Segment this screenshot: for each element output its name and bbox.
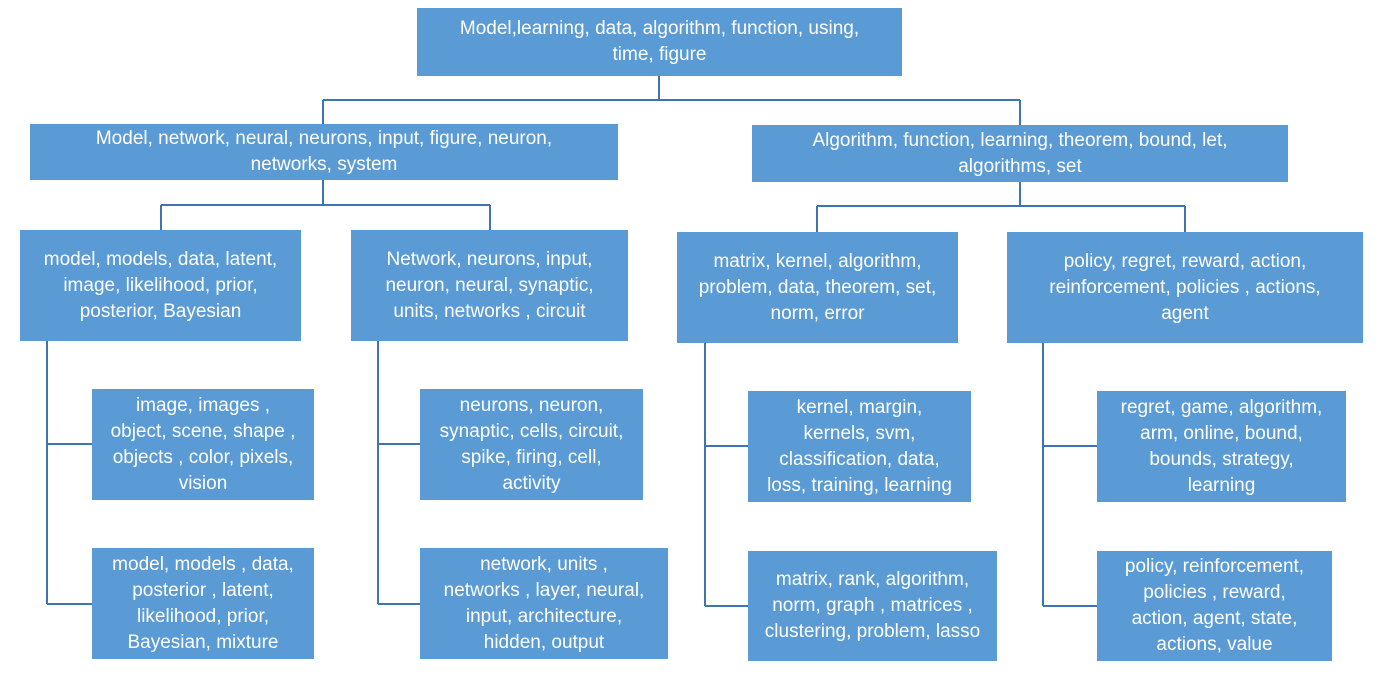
architecture-topic-node: network, units , networks , layer, neura…	[420, 548, 668, 659]
root-topic-node: Model,learning, data, algorithm, functio…	[417, 8, 902, 76]
bayesian-topic-node: model, models , data, posterior , latent…	[92, 548, 314, 659]
models-topic-node: model, models, data, latent, image, like…	[20, 230, 301, 341]
bandit-topic-node: regret, game, algorithm, arm, online, bo…	[1097, 391, 1346, 502]
kernel-topic-node: kernel, margin, kernels, svm, classifica…	[748, 391, 971, 502]
policy-topic-node: policy, regret, reward, action, reinforc…	[1007, 232, 1363, 343]
reinforcement-topic-node: policy, reinforcement, policies , reward…	[1097, 551, 1332, 661]
matrix-topic-node: matrix, kernel, algorithm, problem, data…	[677, 232, 958, 343]
right-topic-node: Algorithm, function, learning, theorem, …	[752, 125, 1288, 182]
network-topic-node: Network, neurons, input, neuron, neural,…	[351, 230, 628, 341]
vision-topic-node: image, images , object, scene, shape , o…	[92, 389, 314, 500]
left-topic-node: Model, network, neural, neurons, input, …	[30, 124, 618, 180]
clustering-topic-node: matrix, rank, algorithm, norm, graph , m…	[748, 551, 997, 661]
neuron-topic-node: neurons, neuron, synaptic, cells, circui…	[420, 389, 643, 500]
